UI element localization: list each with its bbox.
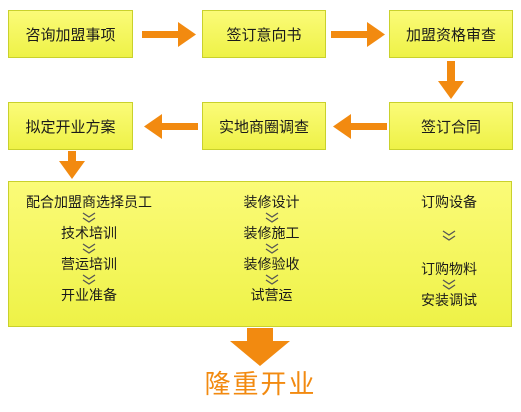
panel-step: 营运培训: [61, 257, 117, 273]
panel-step: 订购设备: [421, 195, 477, 211]
arrow-right-1: [142, 22, 196, 47]
panel-step: 装修验收: [243, 257, 300, 273]
panel-step: 试营运: [250, 288, 293, 304]
panel-step: 装修设计: [243, 195, 300, 211]
step-consult: 咨询加盟事项: [8, 10, 133, 58]
step-letter-of-intent: 签订意向书: [202, 10, 326, 58]
panel-step: 安装调试: [421, 293, 477, 309]
panel-step: 开业准备: [61, 288, 117, 304]
panel-step: 装修施工: [243, 226, 300, 242]
double-chevron-down-icon: [264, 212, 280, 225]
step-qualification-review: 加盟资格审查: [389, 10, 513, 58]
double-chevron-down-icon: [441, 279, 457, 292]
panel-column-staff-training: 配合加盟商选择员工 技术培训 营运培训 开业准备: [9, 182, 169, 326]
double-chevron-down-icon: [81, 274, 97, 287]
double-chevron-down-icon: [81, 212, 97, 225]
arrow-right-2: [331, 22, 385, 47]
double-chevron-down-icon: [441, 212, 457, 261]
step-sign-contract: 签订合同: [389, 102, 513, 150]
step-site-survey: 实地商圈调查: [202, 102, 326, 150]
arrow-left-1: [333, 114, 387, 139]
arrow-down-1: [438, 61, 464, 99]
double-chevron-down-icon: [81, 243, 97, 256]
panel-column-renovation: 装修设计 装修施工 装修验收 试营运: [204, 182, 339, 326]
big-arrow-down: [230, 328, 290, 366]
arrow-down-2: [59, 151, 85, 179]
panel-step: 订购物料: [421, 262, 477, 278]
panel-step: 配合加盟商选择员工: [26, 195, 152, 211]
step-opening-plan: 拟定开业方案: [8, 102, 133, 150]
panel-step: 技术培训: [61, 226, 117, 242]
double-chevron-down-icon: [264, 274, 280, 287]
grand-opening-label: 隆重开业: [204, 370, 317, 400]
panel-column-equipment: 订购设备 订购物料 安装调试: [389, 182, 509, 326]
preparation-panel: 配合加盟商选择员工 技术培训 营运培训 开业准备 装修设计 装修施工 装修验收 …: [8, 181, 512, 327]
double-chevron-down-icon: [264, 243, 280, 256]
arrow-left-2: [144, 114, 198, 139]
